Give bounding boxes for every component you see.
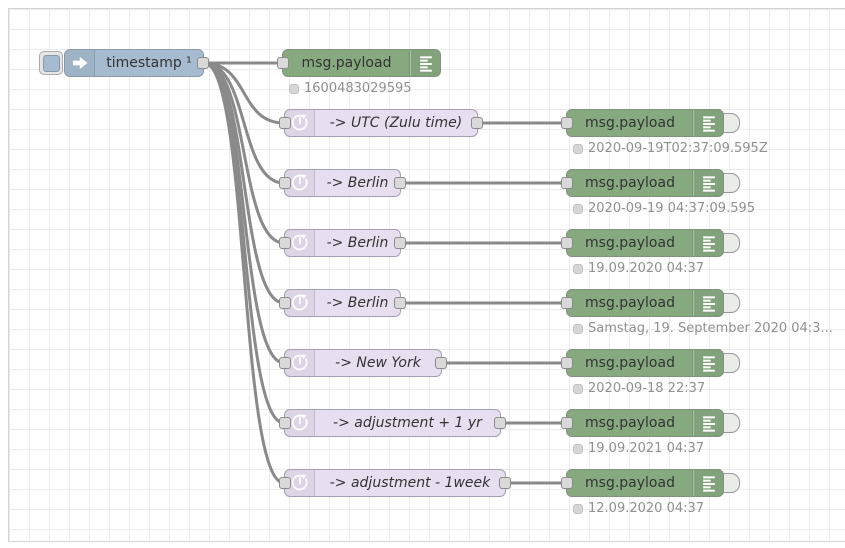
debug-node[interactable]: msg.payload — [561, 229, 724, 257]
input-port[interactable] — [277, 57, 289, 69]
debug-icon — [693, 110, 723, 136]
status-indicator — [573, 383, 583, 394]
status-text: 2020-09-19T02:37:09.595Z — [588, 141, 768, 156]
status-indicator — [289, 83, 299, 94]
status-text: 19.09.2020 04:37 — [588, 261, 705, 276]
status-text: 19.09.2021 04:37 — [588, 441, 705, 456]
debug-status: 12.09.2020 04:37 — [573, 501, 704, 516]
inject-node-label: timestamp ¹ — [106, 55, 192, 71]
debug-node[interactable]: msg.payload — [561, 289, 724, 317]
timer-icon — [285, 410, 315, 436]
output-port[interactable] — [394, 177, 406, 189]
moment-node[interactable]: -> Berlin — [279, 289, 406, 317]
debug-status: 1600483029595 — [289, 81, 412, 96]
status-indicator — [573, 443, 583, 454]
debug-status: 2020-09-19T02:37:09.595Z — [573, 141, 768, 156]
moment-node-label: -> Berlin — [326, 235, 389, 251]
debug-node-label: msg.payload — [585, 415, 675, 431]
moment-node-label: -> adjustment + 1 yr — [333, 415, 482, 431]
input-port[interactable] — [561, 177, 573, 189]
status-indicator — [573, 323, 583, 334]
input-port[interactable] — [279, 117, 291, 129]
status-indicator — [573, 263, 583, 274]
moment-node[interactable]: -> adjustment - 1week — [279, 469, 511, 497]
debug-status: Samstag, 19. September 2020 04:3... — [573, 321, 833, 336]
debug-icon — [693, 290, 723, 316]
moment-node[interactable]: -> New York — [279, 349, 447, 377]
debug-status: 2020-09-18 22:37 — [573, 381, 705, 396]
debug-icon — [693, 470, 723, 496]
status-text: 2020-09-19 04:37:09.595 — [588, 201, 756, 216]
input-port[interactable] — [561, 477, 573, 489]
debug-status: 2020-09-19 04:37:09.595 — [573, 201, 755, 216]
inject-trigger-inner — [42, 54, 60, 72]
moment-node[interactable]: -> adjustment + 1 yr — [279, 409, 506, 437]
timer-icon — [285, 230, 315, 256]
debug-node-label: msg.payload — [585, 115, 675, 131]
debug-node-label: msg.payload — [585, 355, 675, 371]
input-port[interactable] — [279, 477, 291, 489]
debug-node[interactable]: msg.payload — [561, 109, 724, 137]
status-text: 2020-09-18 22:37 — [588, 381, 706, 396]
moment-node[interactable]: -> Berlin — [279, 229, 406, 257]
output-port[interactable] — [499, 477, 511, 489]
input-port[interactable] — [561, 297, 573, 309]
moment-node-label: -> Berlin — [326, 295, 389, 311]
status-text: 12.09.2020 04:37 — [588, 501, 705, 516]
moment-node[interactable]: -> UTC (Zulu time) — [279, 109, 483, 137]
input-port[interactable] — [279, 417, 291, 429]
debug-node[interactable]: msg.payload — [561, 409, 724, 437]
debug-icon — [693, 410, 723, 436]
input-port[interactable] — [561, 357, 573, 369]
input-port[interactable] — [561, 237, 573, 249]
debug-icon — [410, 50, 440, 76]
output-port[interactable] — [197, 57, 209, 69]
flow-canvas[interactable]: timestamp ¹ msg.payload 1600483029595 — [8, 8, 845, 542]
input-port[interactable] — [279, 297, 291, 309]
moment-node-label: -> adjustment - 1week — [329, 475, 491, 491]
input-port[interactable] — [561, 417, 573, 429]
debug-status: 19.09.2021 04:37 — [573, 441, 704, 456]
debug-icon — [693, 350, 723, 376]
status-indicator — [573, 203, 583, 214]
output-port[interactable] — [435, 357, 447, 369]
inject-trigger-button[interactable] — [39, 51, 63, 75]
output-port[interactable] — [394, 237, 406, 249]
moment-node-label: -> Berlin — [326, 175, 389, 191]
debug-node-label: msg.payload — [301, 55, 392, 71]
wires-layer — [202, 61, 568, 485]
output-port[interactable] — [494, 417, 506, 429]
debug-icon — [693, 170, 723, 196]
input-port[interactable] — [279, 357, 291, 369]
debug-node-label: msg.payload — [585, 475, 675, 491]
debug-node-top[interactable]: msg.payload — [277, 49, 441, 77]
moment-node-label: -> UTC (Zulu time) — [329, 115, 463, 131]
debug-node-label: msg.payload — [585, 235, 675, 251]
inject-arrow-icon — [65, 50, 95, 76]
debug-icon — [693, 230, 723, 256]
inject-node-timestamp[interactable]: timestamp ¹ — [64, 49, 209, 77]
debug-node-label: msg.payload — [585, 175, 675, 191]
status-indicator — [573, 143, 583, 154]
input-port[interactable] — [279, 177, 291, 189]
debug-status: 19.09.2020 04:37 — [573, 261, 704, 276]
moment-node-label: -> New York — [335, 355, 421, 371]
input-port[interactable] — [561, 117, 573, 129]
status-text: 1600483029595 — [304, 81, 412, 96]
status-text: Samstag, 19. September 2020 04:3... — [588, 321, 833, 336]
output-port[interactable] — [471, 117, 483, 129]
moment-node[interactable]: -> Berlin — [279, 169, 406, 197]
input-port[interactable] — [279, 237, 291, 249]
output-port[interactable] — [394, 297, 406, 309]
status-indicator — [573, 503, 583, 514]
debug-node[interactable]: msg.payload — [561, 169, 724, 197]
debug-node[interactable]: msg.payload — [561, 349, 724, 377]
debug-node[interactable]: msg.payload — [561, 469, 724, 497]
debug-node-label: msg.payload — [585, 295, 675, 311]
